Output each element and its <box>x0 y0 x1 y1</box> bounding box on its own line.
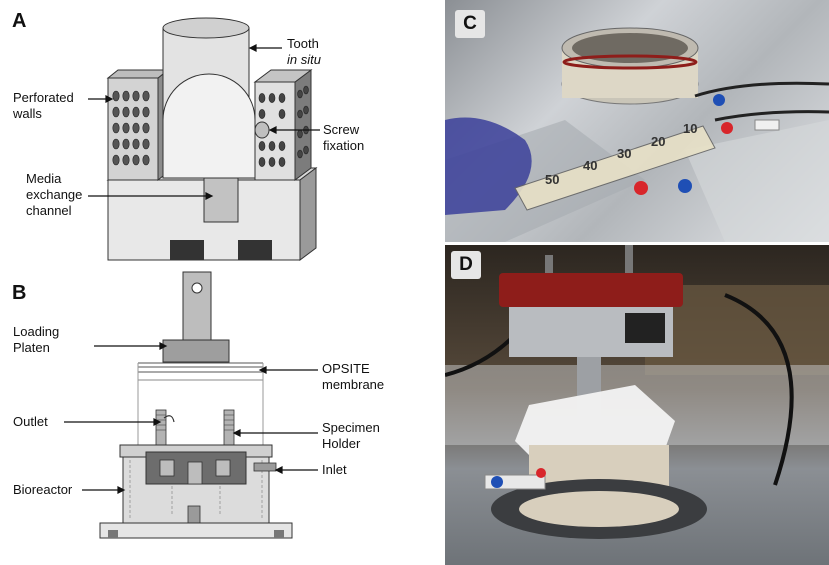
holder-arch <box>162 73 256 179</box>
glove <box>445 117 532 215</box>
platen-hole <box>191 282 203 294</box>
right-wall-holes <box>258 85 309 167</box>
svg-text:50: 50 <box>545 172 559 187</box>
svg-text:40: 40 <box>583 158 597 173</box>
base-notch-left <box>170 240 204 260</box>
svg-text:10: 10 <box>683 121 697 136</box>
outlet-tube <box>163 415 175 423</box>
panel-d-letter: D <box>451 251 481 279</box>
panel-d-photo: D <box>445 245 829 565</box>
panel-c-letter: C <box>455 10 485 38</box>
platen-shaft <box>182 271 212 341</box>
label-outlet: Outlet <box>13 414 48 429</box>
holder-base-side <box>299 167 317 261</box>
red-cap <box>634 181 648 195</box>
panel-b-letter: B <box>12 282 27 304</box>
panel-a-letter: A <box>12 10 27 32</box>
blue-cap <box>678 179 692 193</box>
bioreactor-foot <box>99 522 293 539</box>
svg-text:20: 20 <box>651 134 665 149</box>
panel-c-photo: 10 20 30 40 50 C <box>445 0 829 242</box>
label-bioreactor: Bioreactor <box>13 482 73 497</box>
tooth-top <box>162 17 250 39</box>
inlet-fitting <box>253 462 277 472</box>
syringe <box>514 125 716 211</box>
right-wall-top <box>253 69 313 83</box>
label-inlet: Inlet <box>322 462 347 477</box>
left-wall-holes <box>112 90 150 166</box>
platen-head <box>162 339 230 363</box>
syringe-ticks: 10 20 30 40 50 <box>545 121 697 187</box>
base-notch-right <box>238 240 272 260</box>
svg-text:30: 30 <box>617 146 631 161</box>
